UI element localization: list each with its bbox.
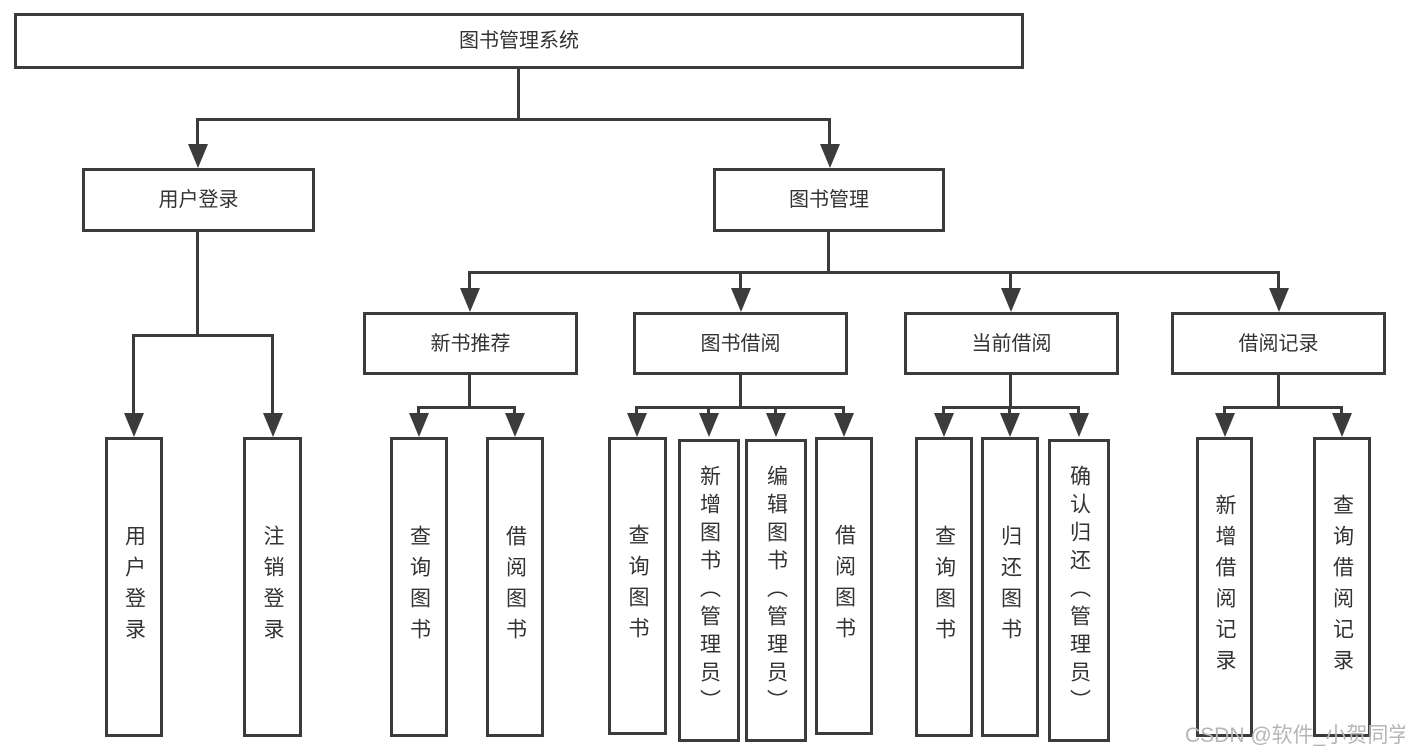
leaf-logout: 注销登录 [243, 437, 302, 737]
connector-line [517, 69, 520, 121]
arrow-down-icon [409, 413, 429, 437]
connector-line [827, 232, 830, 274]
connector-line [842, 406, 845, 416]
leaf-br-query-record: 查询借阅记录 [1313, 437, 1371, 737]
arrow-down-icon [188, 144, 208, 168]
arrow-down-icon [766, 413, 786, 437]
node-book-borrowing-label: 图书借阅 [700, 332, 781, 355]
leaf-logout-label: 注销登录 [261, 525, 284, 649]
connector-line [1223, 406, 1343, 409]
leaf-user-login-label: 用户登录 [122, 525, 146, 649]
node-new-book-recommend: 新书推荐 [363, 312, 578, 375]
connector-line [132, 334, 135, 416]
connector-line [1008, 406, 1011, 416]
connector-line [1340, 406, 1343, 416]
connector-line [513, 406, 516, 416]
leaf-br-add-record-label: 新增借阅记录 [1213, 494, 1236, 680]
node-current-borrowing: 当前借阅 [904, 312, 1119, 375]
connector-line [468, 271, 1280, 274]
connector-line [1009, 271, 1012, 291]
leaf-cb-return-books: 归还图书 [981, 437, 1039, 737]
node-user-login-label: 用户登录 [158, 189, 239, 211]
node-borrowing-records-label: 借阅记录 [1238, 332, 1319, 355]
connector-line [942, 406, 945, 416]
connector-line [739, 271, 742, 291]
connector-line [942, 406, 1080, 409]
node-book-borrowing: 图书借阅 [633, 312, 848, 375]
connector-line [1009, 375, 1012, 409]
arrow-down-icon [1332, 413, 1352, 437]
arrow-down-icon [820, 144, 840, 168]
leaf-cb-return-books-label: 归还图书 [998, 525, 1022, 649]
node-user-login: 用户登录 [82, 168, 315, 232]
leaf-bb-borrow-books-label: 借阅图书 [832, 524, 856, 648]
leaf-bb-query-books-label: 查询图书 [626, 524, 649, 648]
connector-line [132, 334, 274, 337]
node-borrowing-records: 借阅记录 [1171, 312, 1386, 375]
arrow-down-icon [1000, 413, 1020, 437]
connector-line [417, 406, 420, 416]
leaf-nbr-query-books: 查询图书 [390, 437, 448, 737]
leaf-bb-edit-books-admin-label: 编辑图书（管理员） [764, 464, 788, 717]
arrow-down-icon [1069, 413, 1089, 437]
leaf-cb-query-books-label: 查询图书 [932, 525, 956, 649]
connector-line [417, 406, 516, 409]
connector-line [271, 334, 274, 416]
arrow-down-icon [1215, 413, 1235, 437]
connector-line [196, 232, 199, 337]
arrow-down-icon [263, 413, 283, 437]
arrow-down-icon [934, 413, 954, 437]
connector-line [196, 118, 199, 146]
node-book-management-label: 图书管理 [789, 189, 869, 211]
arrow-down-icon [124, 413, 144, 437]
connector-line [739, 375, 742, 409]
node-root-label: 图书管理系统 [459, 30, 579, 52]
leaf-nbr-borrow-books-label: 借阅图书 [503, 525, 527, 649]
node-root: 图书管理系统 [14, 13, 1024, 69]
connector-line [828, 118, 831, 146]
leaf-bb-add-books-admin-label: 新增图书（管理员） [697, 464, 721, 717]
node-current-borrowing-label: 当前借阅 [971, 332, 1052, 355]
leaf-br-query-record-label: 查询借阅记录 [1330, 494, 1354, 680]
leaf-bb-query-books: 查询图书 [608, 437, 667, 735]
leaf-br-add-record: 新增借阅记录 [1196, 437, 1253, 737]
connector-line [635, 406, 845, 409]
leaf-cb-query-books: 查询图书 [915, 437, 973, 737]
connector-line [635, 406, 638, 416]
leaf-bb-add-books-admin: 新增图书（管理员） [678, 439, 740, 742]
watermark: CSDN @软件_小贺同学 [1185, 724, 1405, 747]
connector-line [1077, 406, 1080, 416]
leaf-nbr-borrow-books: 借阅图书 [486, 437, 544, 737]
connector-line [468, 271, 471, 291]
node-book-management: 图书管理 [713, 168, 945, 232]
connector-line [196, 118, 831, 121]
leaf-bb-edit-books-admin: 编辑图书（管理员） [745, 439, 807, 742]
leaf-nbr-query-books-label: 查询图书 [407, 525, 431, 649]
connector-line [1277, 271, 1280, 291]
leaf-user-login: 用户登录 [105, 437, 163, 737]
arrow-down-icon [834, 413, 854, 437]
connector-line [468, 375, 471, 409]
arrow-down-icon [505, 413, 525, 437]
connector-line [707, 406, 710, 416]
leaf-cb-confirm-return-admin-label: 确认归还（管理员） [1067, 464, 1091, 717]
connector-line [774, 406, 777, 416]
arrow-down-icon [1269, 288, 1289, 312]
arrow-down-icon [1001, 288, 1021, 312]
arrow-down-icon [699, 413, 719, 437]
connector-line [1223, 406, 1226, 416]
leaf-bb-borrow-books: 借阅图书 [815, 437, 873, 735]
connector-line [1277, 375, 1280, 409]
leaf-cb-confirm-return-admin: 确认归还（管理员） [1048, 439, 1110, 742]
node-new-book-recommend-label: 新书推荐 [430, 332, 511, 355]
arrow-down-icon [627, 413, 647, 437]
arrow-down-icon [460, 288, 480, 312]
arrow-down-icon [731, 288, 751, 312]
